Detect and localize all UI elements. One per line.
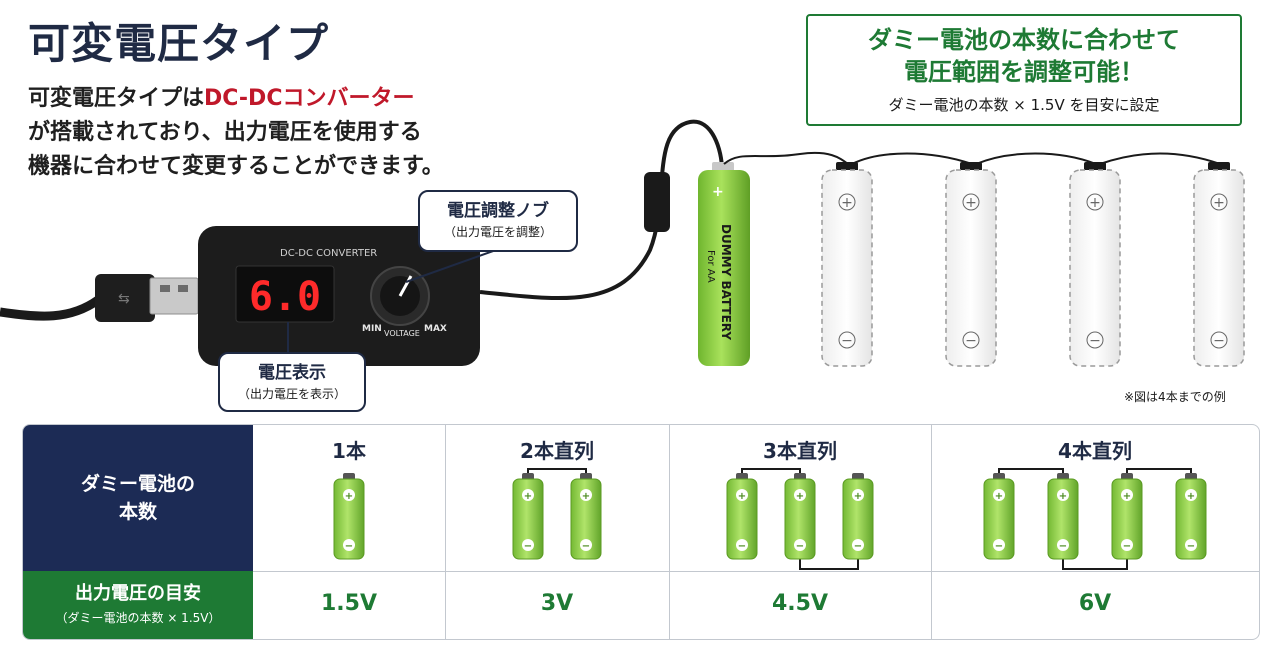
svg-text:+: + xyxy=(1089,195,1101,211)
svg-text:+: + xyxy=(582,491,590,502)
converter-label: DC-DC CONVERTER xyxy=(280,248,377,259)
svg-text:−: − xyxy=(995,541,1003,552)
header-battery-count: ダミー電池の 本数 xyxy=(23,425,253,571)
svg-text:+: + xyxy=(1123,491,1131,502)
table-battery: +− xyxy=(1111,473,1143,560)
svg-text:+: + xyxy=(841,195,853,211)
dashed-battery: +− xyxy=(1193,162,1245,367)
column-3-label: 3本直列 xyxy=(763,439,837,463)
column-4-label: 4本直列 xyxy=(1058,439,1132,463)
svg-text:−: − xyxy=(738,541,746,552)
page-title: 可変電圧タイプ xyxy=(28,19,330,68)
knob-indicator xyxy=(398,275,413,297)
dashed-battery: +− xyxy=(821,162,873,367)
svg-text:+: + xyxy=(524,491,532,502)
column-4-voltage: 6V xyxy=(1078,591,1112,616)
dashed-battery-chain xyxy=(723,152,1221,165)
usb-icon: ⇆ xyxy=(118,291,130,307)
svg-text:−: − xyxy=(524,541,532,552)
table-battery: +− xyxy=(1047,473,1079,560)
dashed-battery: +− xyxy=(1069,162,1121,367)
example-note: ※図は4本までの例 xyxy=(1124,390,1226,404)
dc-jack xyxy=(644,172,670,232)
svg-text:+: + xyxy=(1059,491,1067,502)
svg-text:+: + xyxy=(995,491,1003,502)
dummy-battery-text2: For AA xyxy=(705,250,716,283)
display-callout: 電圧表示 （出力電圧を表示） xyxy=(218,352,366,412)
display-callout-sub: （出力電圧を表示） xyxy=(237,387,346,401)
knob-callout: 電圧調整ノブ （出力電圧を調整） xyxy=(418,190,578,252)
svg-text:−: − xyxy=(796,541,804,552)
header-output-voltage-sub: （ダミー電池の本数 × 1.5V） xyxy=(55,611,221,625)
svg-text:+: + xyxy=(738,491,746,502)
table-battery: +− xyxy=(512,473,544,560)
table-battery: +− xyxy=(1175,473,1207,560)
table-battery: +− xyxy=(333,473,365,560)
table-battery: +− xyxy=(726,473,758,560)
knob-min: MIN xyxy=(362,324,382,334)
table-battery: +− xyxy=(983,473,1015,560)
dummy-battery-cap xyxy=(712,162,734,172)
adjust-callout-line2: 電圧範囲を調整可能！ xyxy=(904,58,1144,86)
svg-text:−: − xyxy=(1059,541,1067,552)
svg-text:−: − xyxy=(1213,333,1225,349)
dummy-battery-text1: DUMMY BATTERY xyxy=(719,224,733,340)
usb-cable xyxy=(0,296,101,321)
adjust-callout: ダミー電池の本数に合わせて 電圧範囲を調整可能！ ダミー電池の本数 × 1.5V… xyxy=(806,14,1242,126)
svg-text:+: + xyxy=(1213,195,1225,211)
column-1-label: 1本 xyxy=(332,439,366,463)
column-1-voltage: 1.5V xyxy=(321,591,377,616)
header-output-voltage-title: 出力電圧の目安 xyxy=(75,583,201,604)
intro-line1-pre: 可変電圧タイプは xyxy=(28,86,205,111)
knob-max: MAX xyxy=(424,324,447,334)
display-callout-title: 電圧表示 xyxy=(258,363,326,383)
svg-text:−: − xyxy=(345,541,353,552)
battery-voltage-table: ダミー電池の 本数 出力電圧の目安 （ダミー電池の本数 × 1.5V） 1本 2… xyxy=(22,424,1260,640)
svg-text:−: − xyxy=(854,541,862,552)
knob-callout-sub: （出力電圧を調整） xyxy=(443,225,552,239)
svg-text:−: − xyxy=(841,333,853,349)
usb-connector xyxy=(149,277,199,315)
svg-text:+: + xyxy=(965,195,977,211)
column-3-voltage: 4.5V xyxy=(772,591,828,616)
table-battery: +− xyxy=(784,473,816,560)
svg-text:−: − xyxy=(965,333,977,349)
table-battery: +− xyxy=(842,473,874,560)
adjust-callout-line3: ダミー電池の本数 × 1.5V を目安に設定 xyxy=(888,96,1160,114)
usb-plug-body xyxy=(95,274,155,322)
intro-line1-highlight: DC-DCコンバーター xyxy=(204,86,415,111)
device-illustration: ⇆ DC-DC CONVERTER 6.0 MIN MAX VOLTAGE + … xyxy=(0,119,1245,367)
adjust-callout-line1: ダミー電池の本数に合わせて xyxy=(868,26,1180,54)
svg-text:+: + xyxy=(854,491,862,502)
svg-text:+: + xyxy=(1187,491,1195,502)
converter-body xyxy=(198,226,480,366)
voltage-display-value: 6.0 xyxy=(249,274,321,320)
header-output-voltage: 出力電圧の目安 （ダミー電池の本数 × 1.5V） xyxy=(23,571,253,639)
column-2-label: 2本直列 xyxy=(520,439,594,463)
svg-text:−: − xyxy=(1123,541,1131,552)
intro-text: 可変電圧タイプはDC-DCコンバーター が搭載されており、出力電圧を使用する 機… xyxy=(28,82,444,184)
svg-text:+: + xyxy=(345,491,353,502)
knob-callout-title: 電圧調整ノブ xyxy=(447,201,549,221)
table-battery: +− xyxy=(570,473,602,560)
svg-text:+: + xyxy=(796,491,804,502)
knob-label: VOLTAGE xyxy=(384,329,420,338)
dashed-battery: +− xyxy=(945,162,997,367)
voltage-display xyxy=(235,265,335,323)
column-2-voltage: 3V xyxy=(540,591,574,616)
dummy-battery xyxy=(698,170,750,366)
table-battery-illustrations: +−+−+−+−+−+−+−+−+−+− xyxy=(333,468,1207,570)
svg-text:−: − xyxy=(1089,333,1101,349)
svg-text:−: − xyxy=(1187,541,1195,552)
svg-text:+: + xyxy=(712,184,724,200)
svg-text:−: − xyxy=(582,541,590,552)
intro-line3: 機器に合わせて変更することができます。 xyxy=(28,154,444,179)
intro-line2: が搭載されており、出力電圧を使用する xyxy=(28,120,422,145)
